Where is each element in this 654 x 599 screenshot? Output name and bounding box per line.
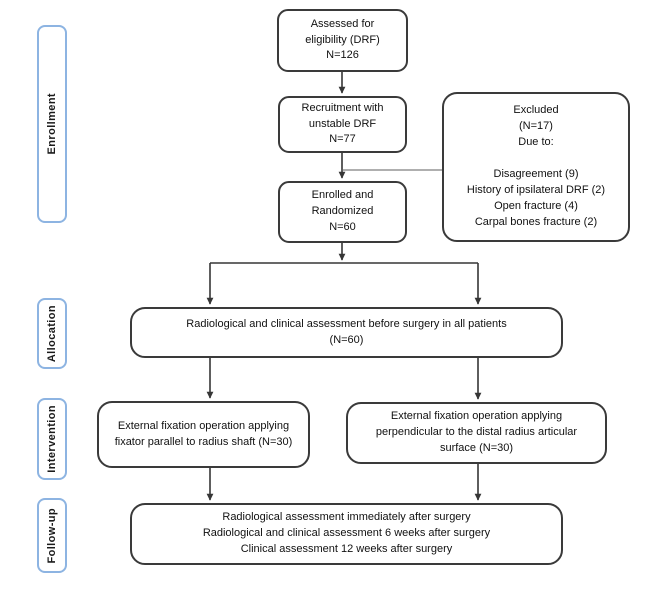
stage-label-followup: Follow-up [37,498,67,573]
stage-label-followup-text: Follow-up [46,507,58,564]
stage-label-enrollment-text: Enrollment [46,93,58,155]
box-followup-assessments: Radiological assessment immediately afte… [130,503,563,565]
box-recruitment: Recruitment with unstable DRF N=77 [278,96,407,153]
box-enrolled-randomized: Enrolled and Randomized N=60 [278,181,407,243]
stage-label-allocation: Allocation [37,298,67,369]
box-preop-assessment: Radiological and clinical assessment bef… [130,307,563,358]
box-excluded: Excluded (N=17) Due to: Disagreement (9)… [442,92,630,242]
box-intervention-perpendicular: External fixation operation applying per… [346,402,607,464]
stage-label-intervention-text: Intervention [46,405,58,473]
stage-label-enrollment: Enrollment [37,25,67,223]
stage-label-intervention: Intervention [37,398,67,480]
box-assessed-eligibility: Assessed for eligibility (DRF) N=126 [277,9,408,72]
box-intervention-parallel: External fixation operation applying fix… [97,401,310,468]
stage-label-allocation-text: Allocation [46,304,58,363]
